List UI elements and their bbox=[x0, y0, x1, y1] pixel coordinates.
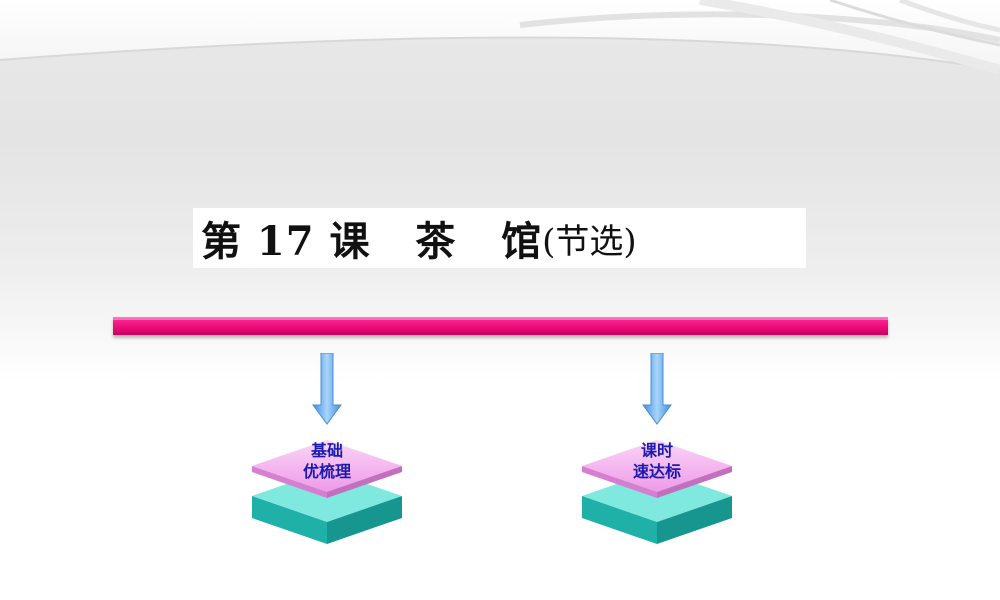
class-exercise-label-line1: 课时 bbox=[640, 441, 673, 460]
lesson-subtitle: (节选) bbox=[542, 221, 637, 262]
basic-review-label-line2: 优梳理 bbox=[302, 462, 351, 481]
layer-stack-icon bbox=[252, 440, 402, 544]
down-arrow-icon bbox=[642, 353, 672, 425]
basic-review-button[interactable]: 基础 优梳理 bbox=[250, 436, 404, 548]
title-divider-bar bbox=[113, 317, 888, 335]
header-swoosh-decoration bbox=[0, 0, 1000, 75]
lesson-title: 第 17 课 茶 馆 bbox=[201, 218, 543, 265]
basic-review-label-line1: 基础 bbox=[310, 441, 343, 460]
down-arrow-icon bbox=[312, 353, 342, 425]
class-exercise-label-line2: 速达标 bbox=[632, 462, 681, 481]
class-exercise-label: 课时 速达标 bbox=[607, 440, 707, 482]
lesson-title-box: 第 17 课 茶 馆 (节选) bbox=[193, 208, 806, 268]
basic-review-label: 基础 优梳理 bbox=[277, 440, 377, 482]
layer-stack-icon bbox=[582, 440, 732, 544]
class-exercise-button[interactable]: 课时 速达标 bbox=[580, 436, 734, 548]
